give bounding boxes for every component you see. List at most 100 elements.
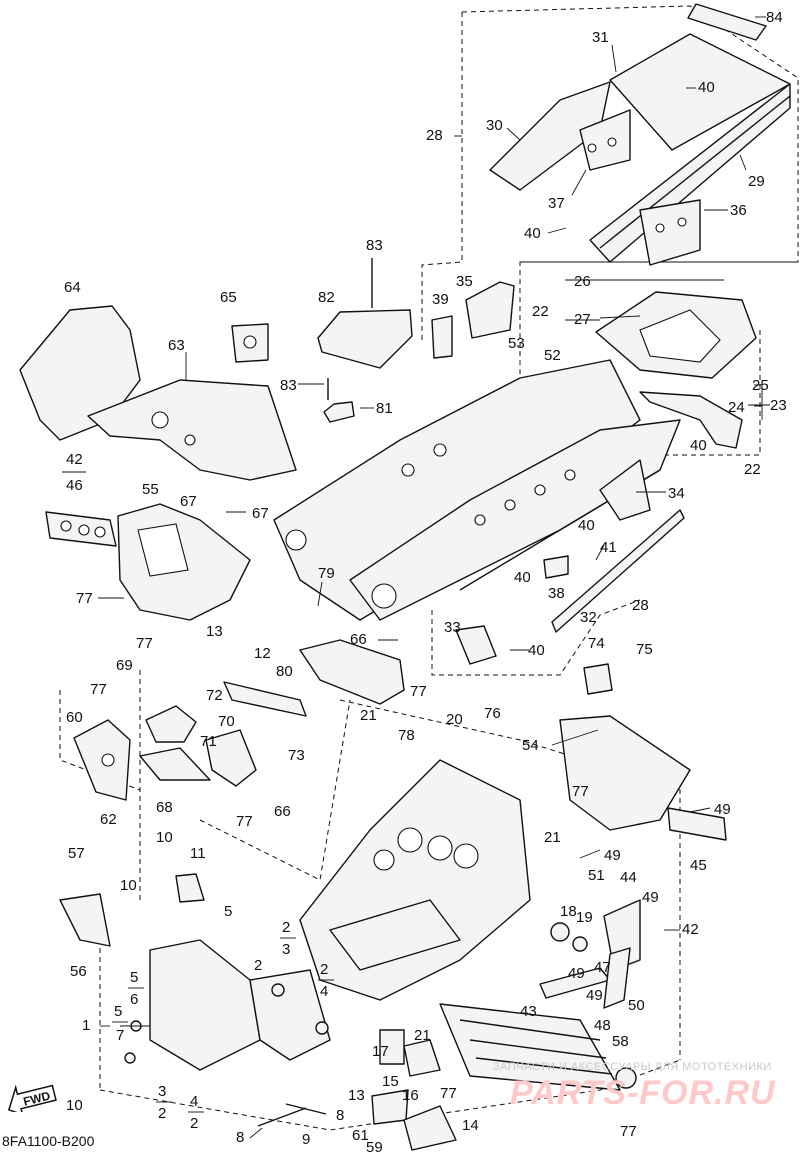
radiator-14	[439, 1003, 621, 1091]
bracket-56	[59, 893, 111, 947]
callout-49: 49	[604, 847, 621, 864]
callout-13: 13	[348, 1087, 365, 1104]
callout-73: 73	[288, 747, 305, 764]
fwd-arrow-icon: FWD	[7, 1084, 57, 1112]
bracket-54	[559, 715, 691, 831]
callout-5: 5	[130, 969, 138, 986]
callout-40: 40	[514, 569, 531, 586]
callout-42: 42	[682, 921, 699, 938]
callout-77: 77	[572, 783, 589, 800]
callout-55: 55	[142, 481, 159, 498]
callout-8: 8	[236, 1129, 244, 1146]
callout-49: 49	[586, 987, 603, 1004]
bracket-71	[145, 705, 197, 743]
bushing-3	[271, 983, 285, 997]
callout-47: 47	[594, 959, 611, 976]
pipe-17	[379, 1029, 405, 1065]
callouts: 84 31 40 30 28 29 37 36 40 83 35 82 39 2…	[64, 9, 787, 1154]
callout-35: 35	[456, 273, 473, 290]
callout-22: 22	[744, 461, 761, 478]
plate-82	[317, 309, 413, 369]
callout-13: 13	[206, 623, 223, 640]
bracket-30	[489, 81, 611, 191]
rail-29	[589, 83, 791, 263]
callout-5: 5	[224, 903, 232, 920]
callout-64: 64	[64, 279, 81, 296]
bracket-70	[205, 729, 257, 787]
callout-19: 19	[576, 909, 593, 926]
plate-78	[299, 639, 405, 705]
callout-83: 83	[280, 377, 297, 394]
tunnel-reinforcement-group	[489, 3, 791, 266]
callout-8: 8	[336, 1107, 344, 1124]
callout-63: 63	[168, 337, 185, 354]
callout-40: 40	[690, 437, 707, 454]
callout-2: 2	[282, 919, 290, 936]
bracket-59	[403, 1105, 457, 1151]
callout-10: 10	[120, 877, 137, 894]
callout-15: 15	[382, 1073, 399, 1090]
callout-52: 52	[544, 347, 561, 364]
plate-38	[543, 555, 569, 579]
bracket-11	[175, 873, 205, 903]
callout-62: 62	[100, 811, 117, 828]
damper-58	[615, 1067, 637, 1089]
callout-31: 31	[592, 29, 609, 46]
callout-40: 40	[698, 79, 715, 96]
callout-2: 2	[320, 961, 328, 978]
callout-51: 51	[588, 867, 605, 884]
callout-77: 77	[620, 1123, 637, 1140]
rail-32	[551, 509, 685, 633]
callout-66: 66	[274, 803, 291, 820]
bar-12	[223, 681, 307, 717]
callout-24: 24	[728, 399, 745, 416]
plate-45	[667, 807, 727, 841]
callout-46: 46	[66, 477, 83, 494]
callout-28: 28	[632, 597, 649, 614]
callout-56: 56	[70, 963, 87, 980]
callout-68: 68	[156, 799, 173, 816]
callout-21: 21	[360, 707, 377, 724]
callout-17: 17	[372, 1043, 389, 1060]
callout-42: 42	[66, 451, 83, 468]
callout-41: 41	[600, 539, 617, 556]
callout-49: 49	[714, 801, 731, 818]
callout-4: 4	[190, 1093, 198, 1110]
callout-2: 2	[254, 957, 262, 974]
bracket-74	[583, 663, 613, 695]
callout-39: 39	[432, 291, 449, 308]
callout-72: 72	[206, 687, 223, 704]
callout-74: 74	[588, 635, 605, 652]
callout-77: 77	[136, 635, 153, 652]
callout-37: 37	[548, 195, 565, 212]
plate-37	[579, 109, 631, 171]
callout-40: 40	[528, 642, 545, 659]
front-suspension	[59, 873, 331, 1127]
callout-18: 18	[560, 903, 577, 920]
diagram-code: 8FA1100-B200	[2, 1133, 95, 1149]
rear-plates	[317, 258, 515, 423]
callout-22: 22	[532, 303, 549, 320]
callout-27: 27	[574, 311, 591, 328]
callout-12: 12	[254, 645, 271, 662]
callout-66: 66	[350, 631, 367, 648]
callout-61: 61	[352, 1127, 369, 1144]
callout-49: 49	[642, 889, 659, 906]
callout-53: 53	[508, 335, 525, 352]
front-frame	[299, 663, 727, 1009]
callout-20: 20	[446, 711, 463, 728]
callout-77: 77	[90, 681, 107, 698]
callout-77: 77	[440, 1085, 457, 1102]
callout-38: 38	[548, 585, 565, 602]
front-frame-main	[299, 759, 531, 1001]
callout-44: 44	[620, 869, 637, 886]
callout-5: 5	[114, 1003, 122, 1020]
main-frame	[273, 359, 685, 665]
callout-76: 76	[484, 705, 501, 722]
callout-67: 67	[252, 505, 269, 522]
callout-26: 26	[574, 273, 591, 290]
bar-23	[639, 391, 743, 449]
callout-84: 84	[766, 9, 783, 26]
fraction-bars	[62, 471, 334, 1113]
callout-45: 45	[690, 857, 707, 874]
